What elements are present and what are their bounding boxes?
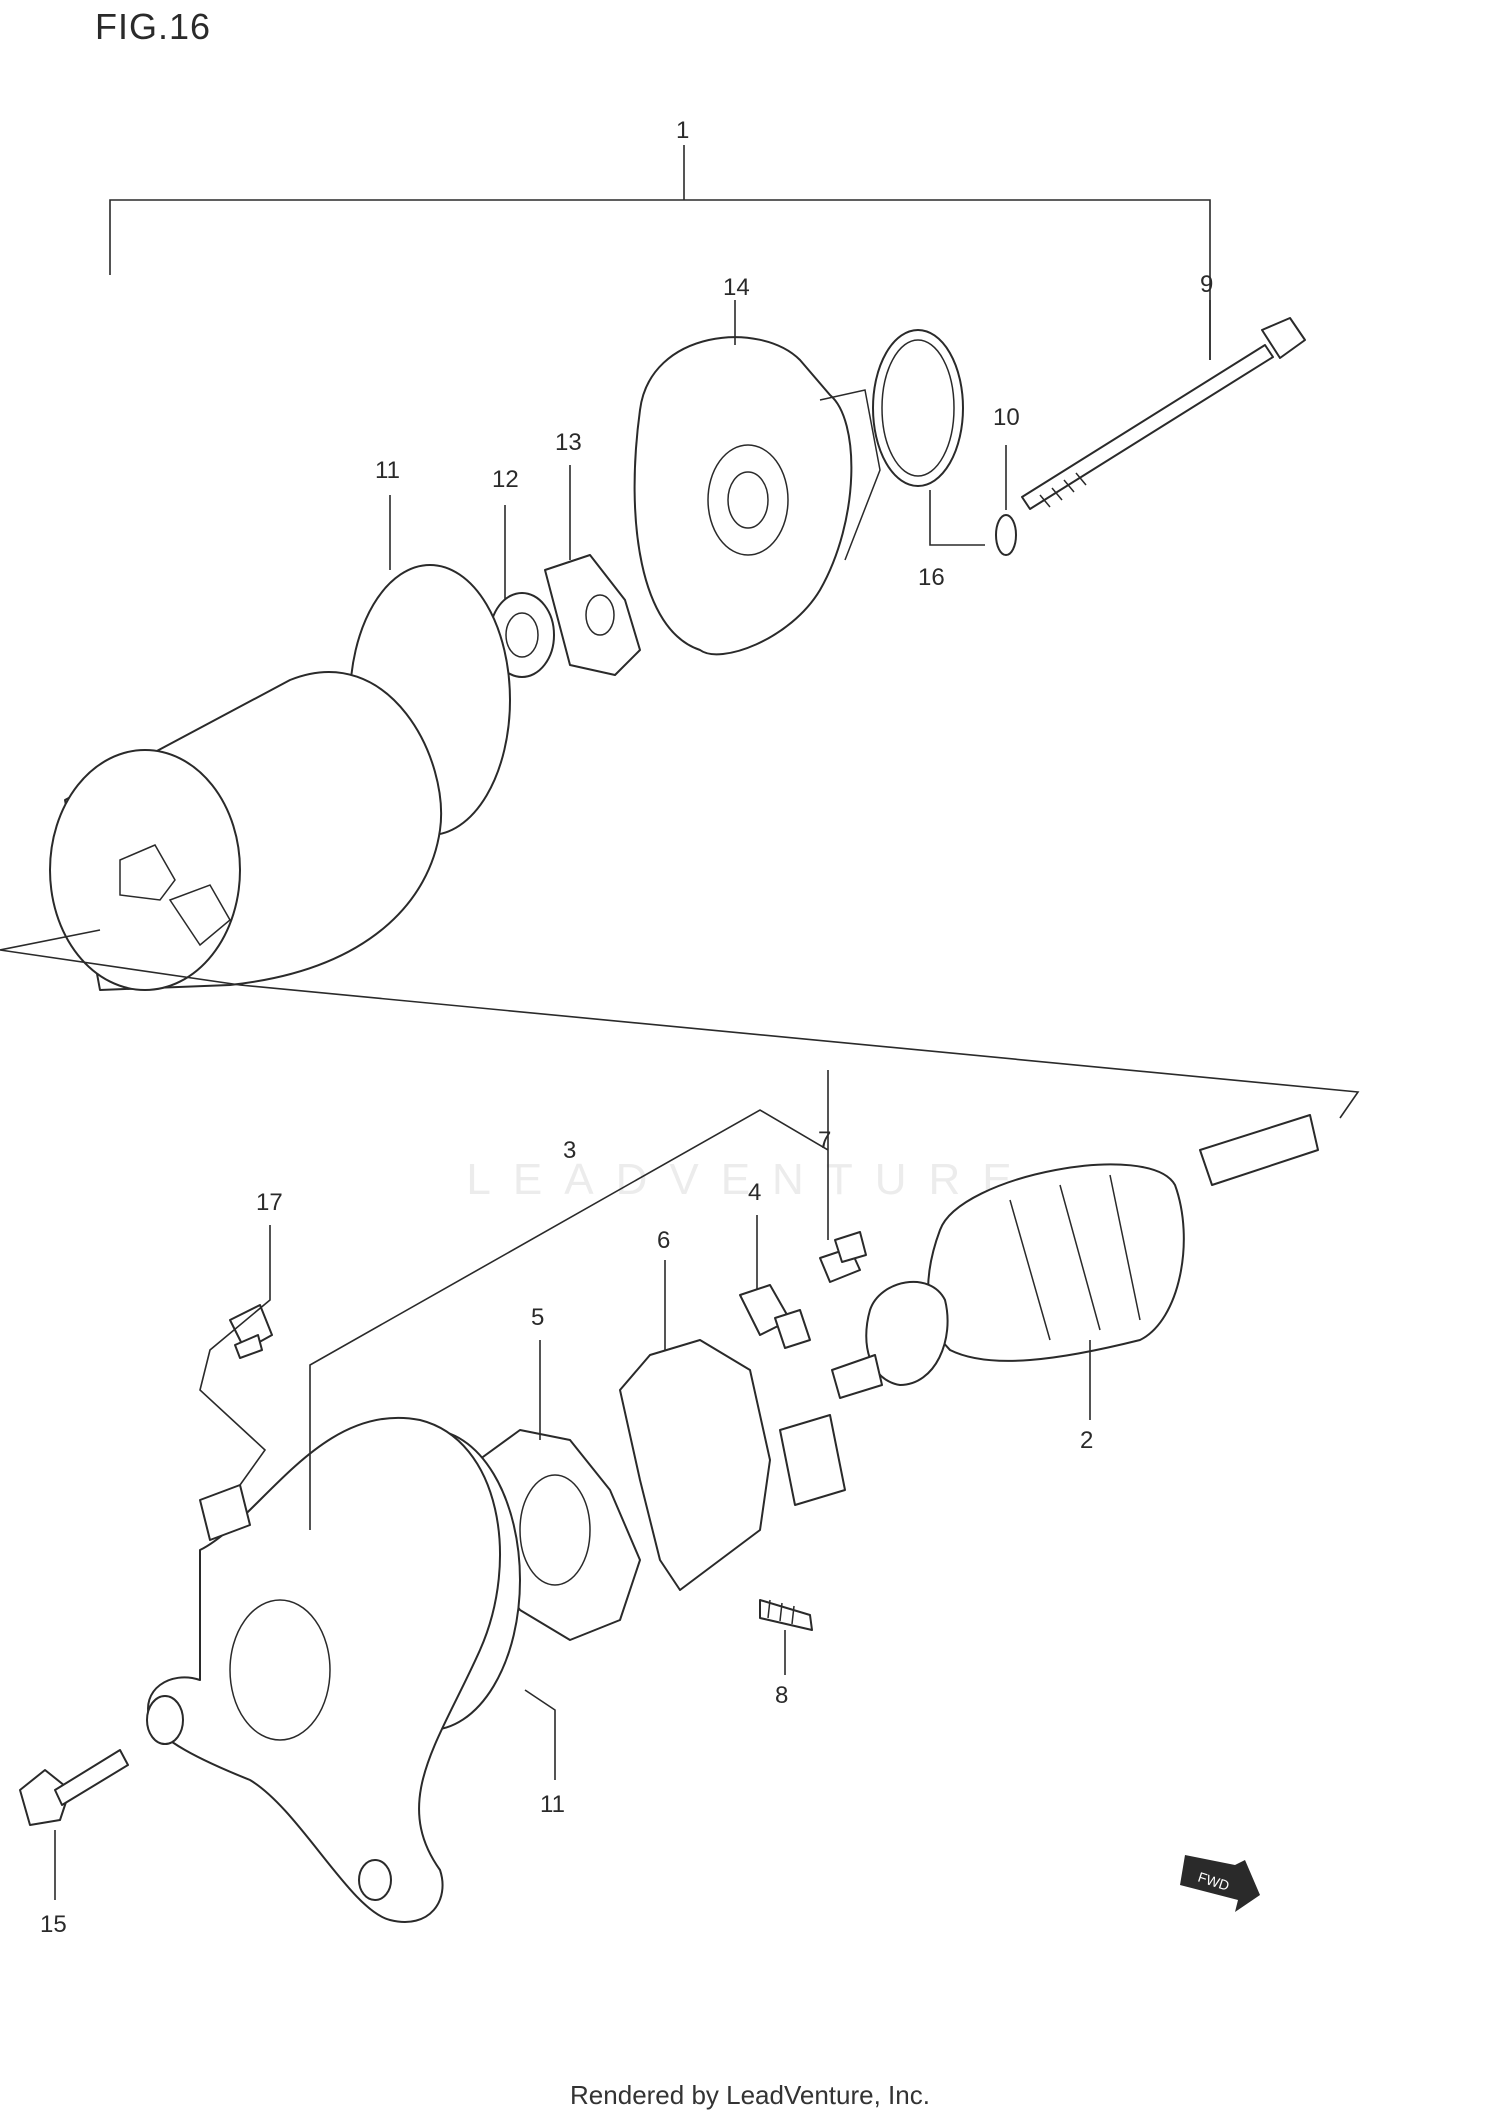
- callout-1: 1: [676, 117, 689, 144]
- callout-7: 7: [818, 1127, 831, 1154]
- callout-2: 2: [1080, 1427, 1093, 1454]
- callout-labels: 1 9 14 10 16 11 12 13 3 7 17 4 6 5 2 8 1…: [40, 117, 1213, 1938]
- figure-title: FIG.16: [95, 6, 212, 47]
- leader-lines: [54, 300, 1211, 1900]
- starter-yoke-housing: [49, 671, 443, 991]
- centerline: [0, 929, 1360, 1119]
- part-3-rear-housing: [146, 1416, 501, 1923]
- callout-6: 6: [657, 1227, 670, 1254]
- part-15-bolt: [19, 1749, 129, 1826]
- callout-3: 3: [563, 1137, 576, 1164]
- part-8-spring: [759, 1599, 813, 1631]
- callout-16: 16: [918, 564, 945, 591]
- part-14-front-housing: [633, 336, 881, 656]
- watermark: LEADVENTURE: [466, 1155, 1034, 1204]
- callout-10: 10: [993, 404, 1020, 431]
- part-4-brush: [739, 1284, 811, 1349]
- callout-9: 9: [1200, 271, 1213, 298]
- callout-12: 12: [492, 466, 519, 493]
- callout-11-bottom: 11: [540, 1791, 565, 1818]
- part-6-brush-holder: [619, 1339, 846, 1591]
- part-10-washer: [995, 514, 1017, 556]
- callout-5: 5: [531, 1304, 544, 1331]
- callout-13: 13: [555, 429, 582, 456]
- callout-14: 14: [723, 274, 750, 301]
- part-13-plate: [544, 554, 641, 676]
- footer-credit: Rendered by LeadVenture, Inc.: [570, 2080, 930, 2110]
- callout-11-top: 11: [375, 457, 400, 484]
- callout-8: 8: [775, 1682, 788, 1709]
- part-2-armature: [831, 1114, 1319, 1399]
- part-16-o-ring: [872, 329, 964, 487]
- part-7-screw: [819, 1231, 867, 1283]
- fwd-arrow-icon: FWD: [1180, 1855, 1260, 1912]
- assembly-bracket-1: [109, 145, 1211, 360]
- callout-4: 4: [748, 1179, 761, 1206]
- callout-17: 17: [256, 1189, 283, 1216]
- part-9-through-bolt: [1021, 317, 1306, 510]
- callout-15: 15: [40, 1911, 67, 1938]
- part-17-screw: [229, 1304, 273, 1359]
